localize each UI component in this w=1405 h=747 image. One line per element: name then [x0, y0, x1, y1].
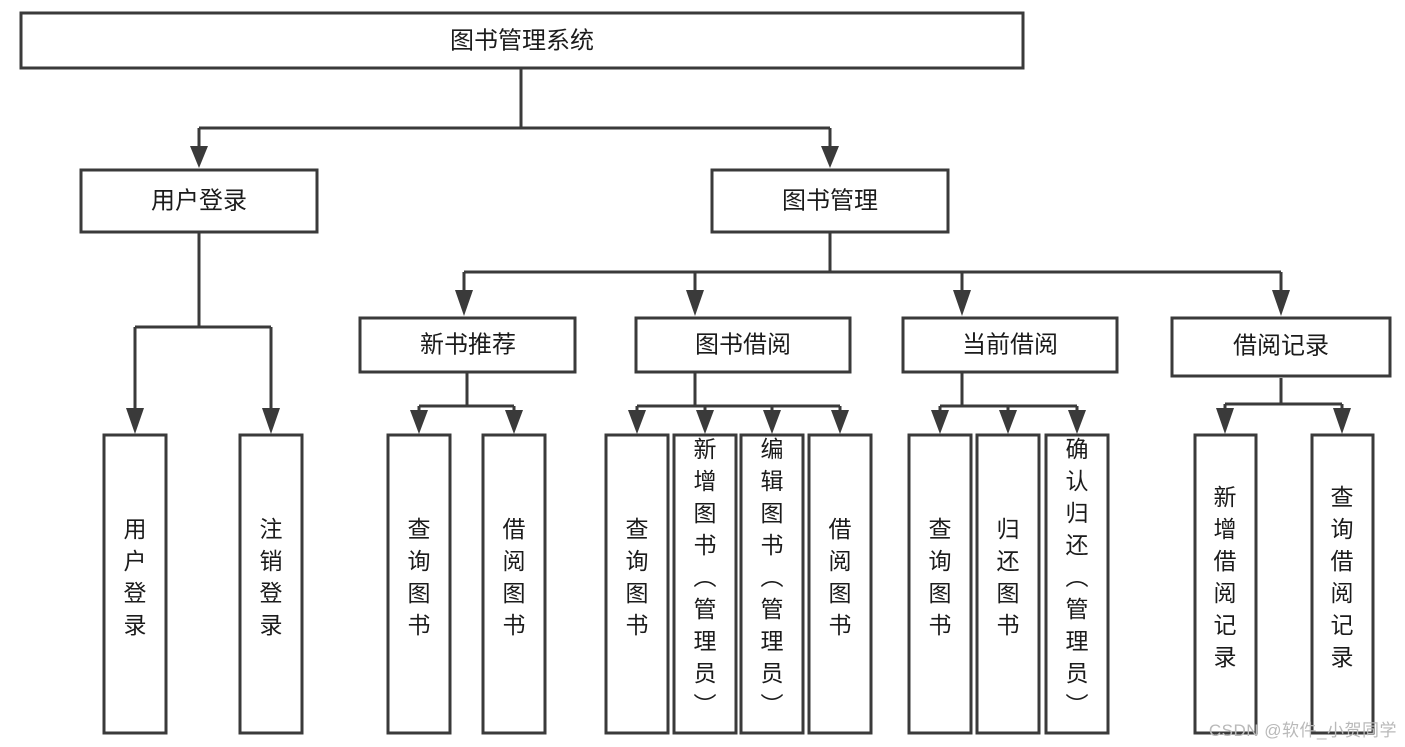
leaf-edit-book-box[interactable] [739, 433, 805, 735]
arrow-to-confirm-return [1068, 410, 1086, 434]
node-book-manage-box[interactable] [710, 168, 950, 234]
node-root-label: 图书管理系统 [450, 27, 594, 54]
edge-root-bus [197, 68, 832, 160]
leaf-add-book-box[interactable] [672, 433, 738, 735]
arrow-to-user-login [190, 146, 208, 168]
arrow-to-return-book [999, 410, 1017, 434]
leaf-query-book-borrow[interactable]: 查询图书 [604, 433, 670, 735]
arrow-to-new-book [455, 290, 473, 316]
node-root-box[interactable] [19, 11, 1025, 70]
leaf-edit-book-label: 编辑图书︵管理员︶ [761, 436, 784, 718]
arrow-to-current-borrow [953, 290, 971, 316]
node-book-borrow[interactable]: 图书借阅 [634, 316, 852, 374]
edge-user-login-bus [133, 232, 273, 408]
node-book-borrow-box[interactable] [634, 316, 852, 374]
node-borrow-record-box[interactable] [1170, 316, 1392, 378]
node-book-manage[interactable]: 图书管理 [710, 168, 950, 234]
leaf-user-login-box[interactable] [102, 433, 168, 735]
arrow-to-borrow-record [1272, 290, 1290, 316]
leaf-query-book-newbook-label: 查询图书 [408, 516, 431, 638]
leaf-edit-book[interactable]: 编辑图书︵管理员︶ [739, 433, 805, 735]
leaf-query-borrow-record[interactable]: 查询借阅记录 [1310, 433, 1375, 735]
leaf-add-book-label: 新增图书︵管理员︶ [694, 436, 717, 718]
leaf-return-book-label: 归还图书 [997, 516, 1020, 638]
leaf-borrow-book-label: 借阅图书 [829, 516, 852, 638]
leaf-borrow-book-newbook[interactable]: 借阅图书 [481, 433, 547, 735]
leaf-query-book-current-label: 查询图书 [929, 516, 952, 638]
leaf-query-book-current-box[interactable] [907, 433, 973, 735]
leaf-borrow-book-newbook-label: 借阅图书 [503, 516, 526, 638]
leaf-add-borrow-record[interactable]: 新增借阅记录 [1193, 433, 1258, 735]
node-current-borrow-box[interactable] [901, 316, 1119, 374]
arrow-to-book-manage [821, 146, 839, 168]
node-new-book-recommend-label: 新书推荐 [420, 331, 516, 358]
arrow-to-query-book-3 [931, 410, 949, 434]
arrow-to-add-record [1216, 408, 1234, 434]
edge-layer [126, 68, 1351, 434]
node-user-login[interactable]: 用户登录 [79, 168, 319, 234]
node-borrow-record[interactable]: 借阅记录 [1170, 316, 1392, 378]
leaf-query-book-borrow-box[interactable] [604, 433, 670, 735]
leaf-user-login-label: 用户登录 [124, 516, 147, 638]
leaf-borrow-book-box[interactable] [807, 433, 873, 735]
arrow-to-user-login-leaf [126, 408, 144, 434]
arrow-to-query-book-1 [410, 410, 428, 434]
leaf-query-borrow-record-label: 查询借阅记录 [1331, 484, 1354, 670]
edge-book-borrow-bus [635, 372, 842, 412]
leaf-logout[interactable]: 注销登录 [238, 433, 304, 735]
node-new-book-recommend[interactable]: 新书推荐 [358, 316, 577, 374]
edge-borrow-record-bus [1223, 378, 1344, 412]
leaf-query-borrow-record-box[interactable] [1310, 433, 1375, 735]
arrow-to-query-book-2 [628, 410, 646, 434]
node-book-manage-label: 图书管理 [782, 187, 878, 214]
leaf-add-borrow-record-box[interactable] [1193, 433, 1258, 735]
node-root[interactable]: 图书管理系统 [19, 11, 1025, 70]
arrow-to-logout-leaf [262, 408, 280, 434]
edge-current-borrow-bus [938, 372, 1079, 412]
leaf-query-book-borrow-label: 查询图书 [626, 516, 649, 638]
node-current-borrow-label: 当前借阅 [962, 331, 1058, 358]
node-current-borrow[interactable]: 当前借阅 [901, 316, 1119, 374]
leaf-add-borrow-record-label: 新增借阅记录 [1214, 484, 1237, 670]
node-user-login-box[interactable] [79, 168, 319, 234]
arrow-to-add-book [696, 410, 714, 434]
arrow-to-book-borrow [686, 290, 704, 316]
node-borrow-record-label: 借阅记录 [1233, 332, 1329, 359]
node-book-borrow-label: 图书借阅 [695, 331, 791, 358]
arrow-to-borrow-book-2 [831, 410, 849, 434]
node-new-book-recommend-box[interactable] [358, 316, 577, 374]
leaf-return-book-box[interactable] [975, 433, 1041, 735]
leaf-query-book-newbook-box[interactable] [386, 433, 452, 735]
leaf-query-book-newbook[interactable]: 查询图书 [386, 433, 452, 735]
leaf-confirm-return[interactable]: 确认归还︵管理员︶ [1044, 433, 1110, 735]
leaf-confirm-return-label: 确认归还︵管理员︶ [1066, 436, 1089, 718]
leaf-logout-box[interactable] [238, 433, 304, 735]
edge-book-manage-bus [462, 232, 1283, 290]
leaf-borrow-book[interactable]: 借阅图书 [807, 433, 873, 735]
arrow-to-query-record [1333, 408, 1351, 434]
node-user-login-label: 用户登录 [151, 187, 247, 214]
leaf-borrow-book-newbook-box[interactable] [481, 433, 547, 735]
leaf-add-book[interactable]: 新增图书︵管理员︶ [672, 433, 738, 735]
leaf-user-login[interactable]: 用户登录 [102, 433, 168, 735]
leaf-query-book-current[interactable]: 查询图书 [907, 433, 973, 735]
arrow-to-borrow-book-1 [505, 410, 523, 434]
leaf-return-book[interactable]: 归还图书 [975, 433, 1041, 735]
leaf-logout-label: 注销登录 [260, 516, 283, 638]
edge-new-book-bus [417, 372, 516, 412]
arrow-to-edit-book [763, 410, 781, 434]
leaf-confirm-return-box[interactable] [1044, 433, 1110, 735]
